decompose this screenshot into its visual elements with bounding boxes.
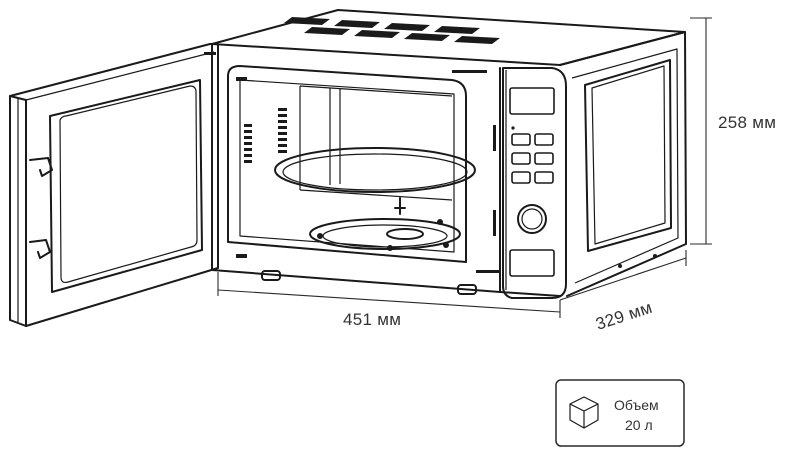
depth-dimension: [559, 250, 687, 301]
hinge: [236, 254, 247, 258]
volume-badge: Объем 20 л: [555, 379, 685, 447]
height-dimension: [690, 17, 712, 245]
control-panel: [509, 87, 555, 277]
door-latch: [452, 70, 487, 73]
foot: [457, 284, 477, 295]
volume-label: Объем: [614, 397, 659, 413]
top-vents: [284, 17, 500, 44]
width-label: 451 мм: [343, 310, 401, 329]
door-latch: [476, 270, 500, 273]
control-button[interactable]: [511, 171, 531, 184]
latch-slot: [493, 210, 496, 236]
door-window: [49, 79, 203, 293]
roller-ring: [309, 218, 461, 250]
open-door: [9, 43, 219, 327]
hinge: [236, 77, 247, 81]
control-knob[interactable]: [517, 204, 547, 234]
door-hook: [29, 157, 53, 177]
oven-cavity: [227, 65, 476, 263]
control-button[interactable]: [534, 152, 554, 165]
microwave-body: [211, 9, 687, 299]
foot: [261, 270, 281, 281]
latch-slot: [493, 125, 496, 151]
volume-value: 20 л: [625, 417, 653, 433]
control-button[interactable]: [534, 171, 554, 184]
control-button[interactable]: [511, 152, 531, 165]
door-hook: [29, 239, 51, 259]
display-screen: [509, 87, 555, 115]
control-button[interactable]: [534, 133, 554, 146]
cube-icon: [569, 396, 599, 429]
width-dimension: [217, 272, 561, 318]
cavity-vents: [244, 108, 287, 163]
turntable-plate: [274, 147, 476, 193]
door-release-button[interactable]: [509, 249, 555, 277]
height-label: 258 мм: [718, 113, 776, 132]
depth-label: 329 мм: [593, 298, 654, 334]
control-button[interactable]: [511, 133, 531, 146]
